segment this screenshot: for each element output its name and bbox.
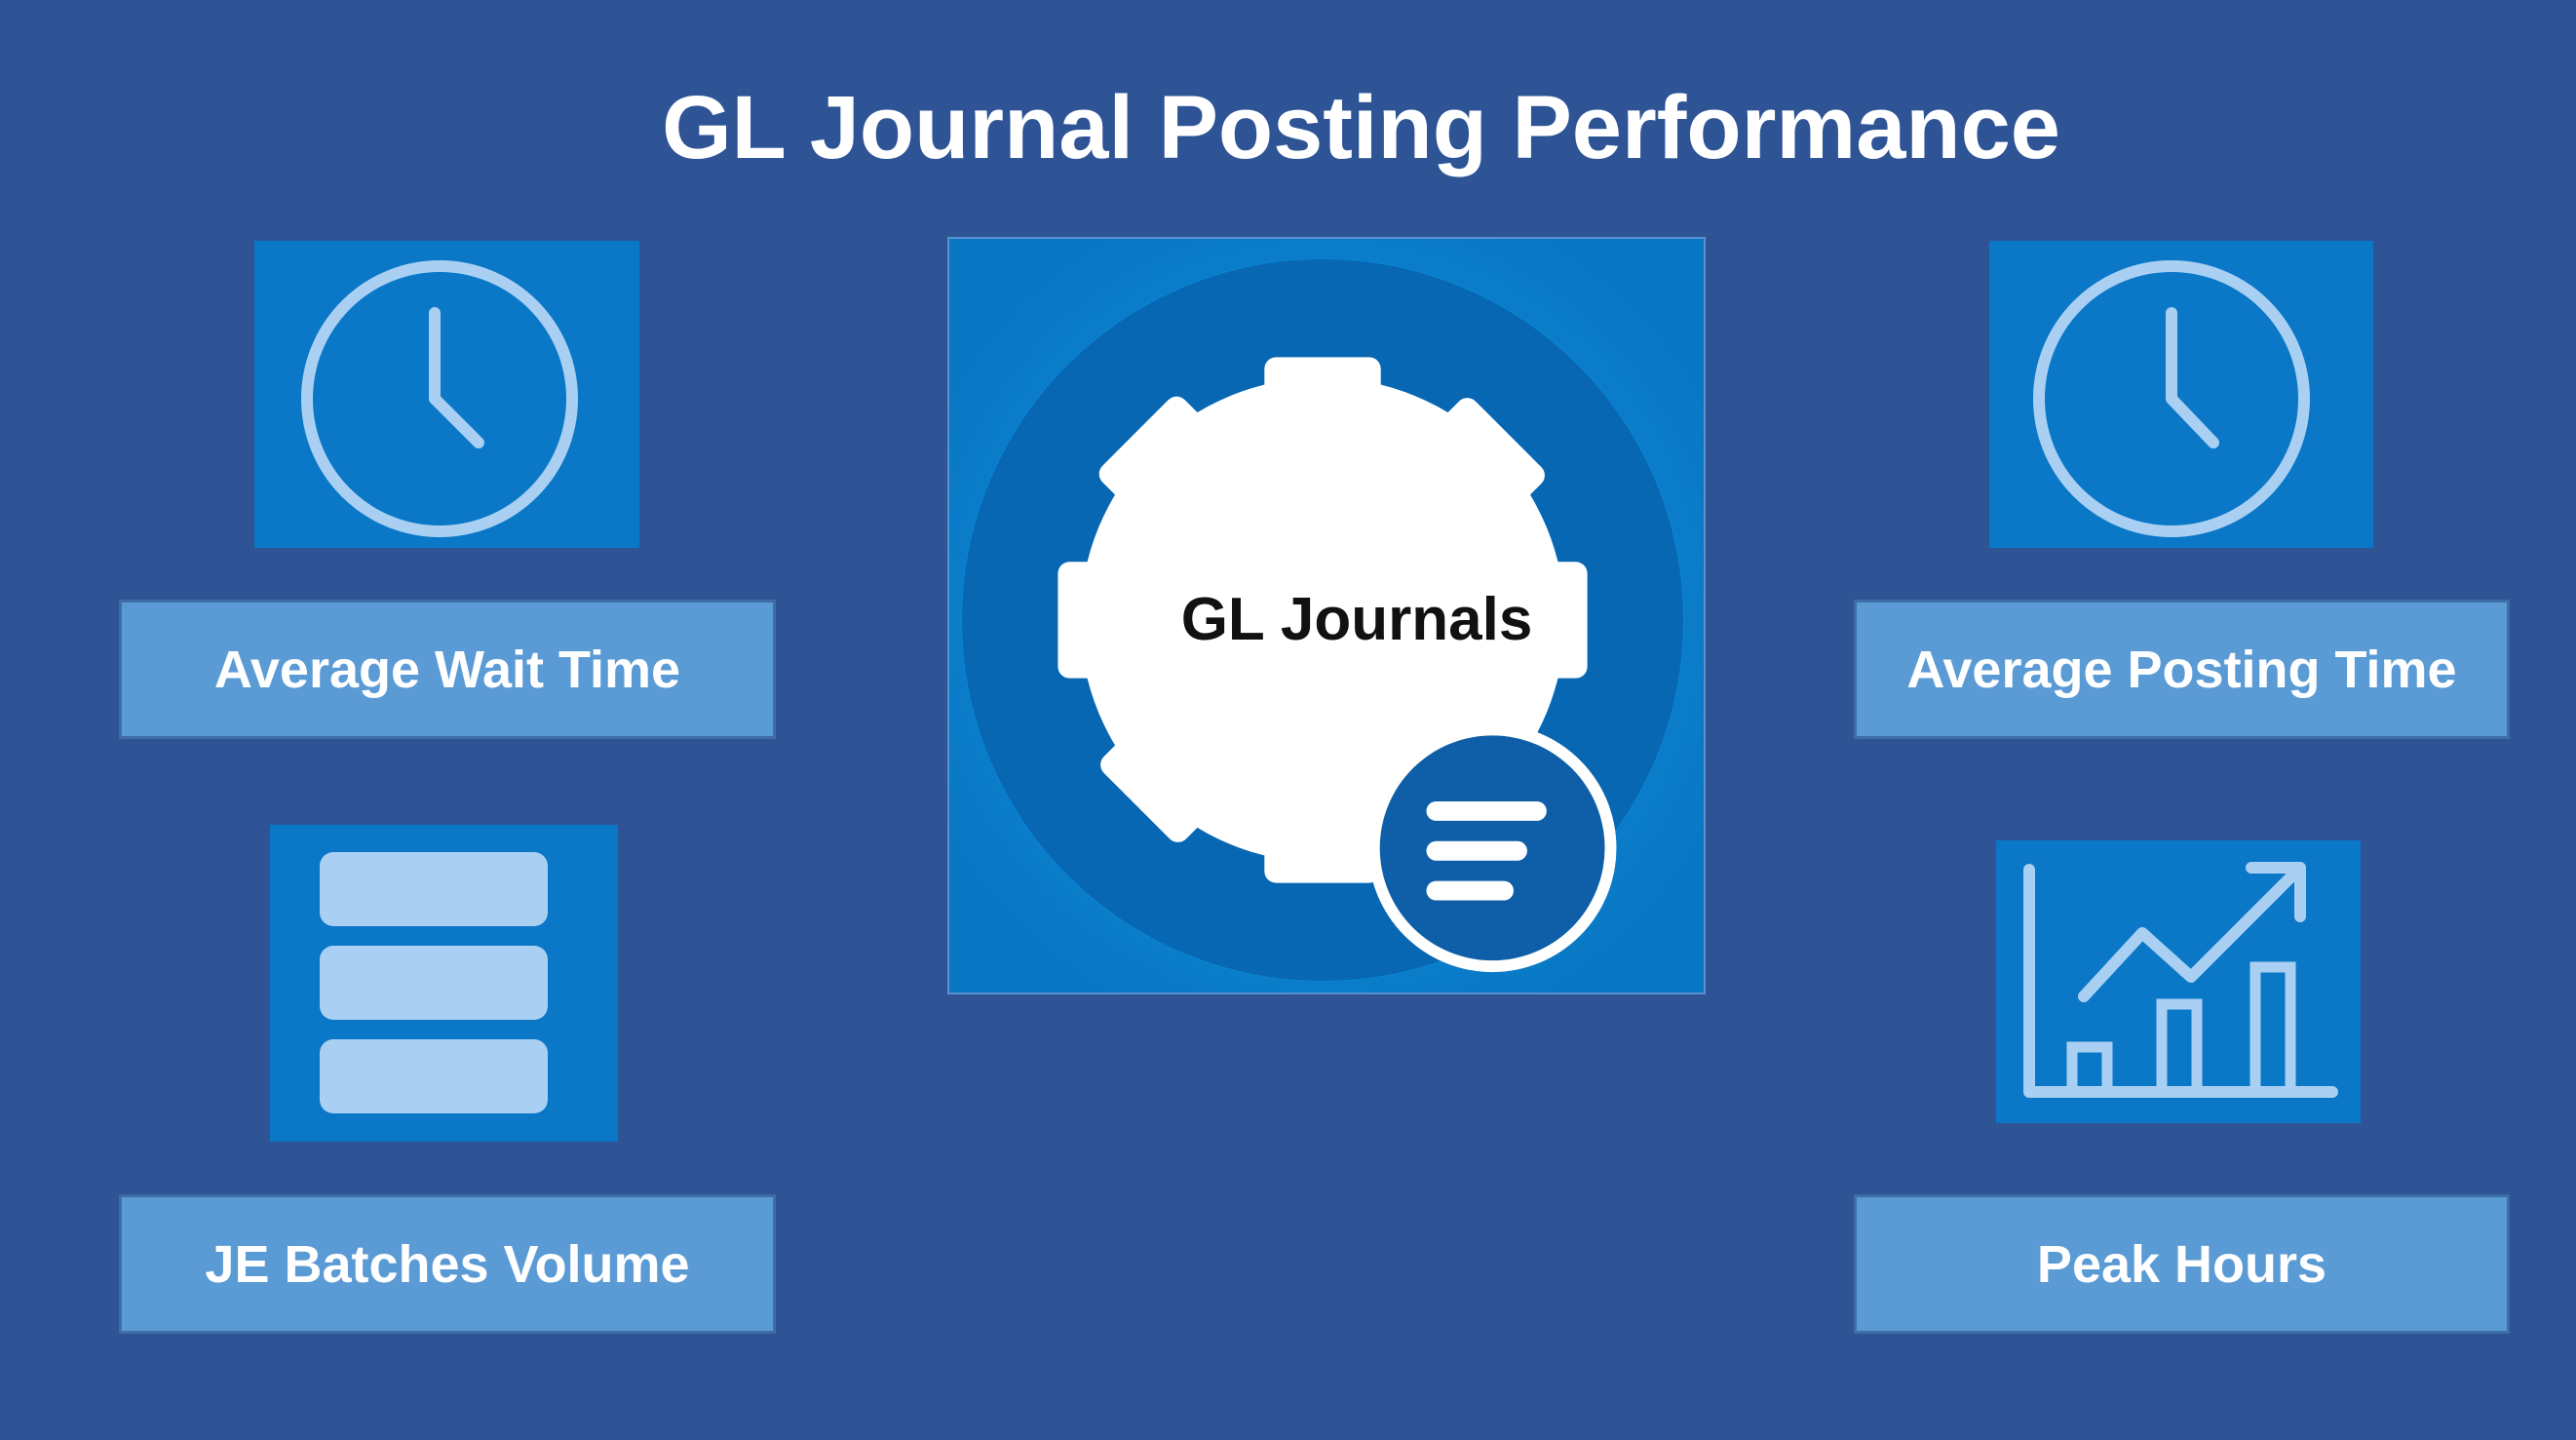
stacked-layers-icon — [320, 852, 548, 1113]
average-posting-time-label: Average Posting Time — [1854, 600, 2510, 739]
posting-time-tile — [1989, 241, 2373, 548]
gear-icon — [949, 239, 1704, 992]
je-batches-volume-label: JE Batches Volume — [119, 1194, 776, 1334]
gl-journals-tile: GL Journals — [947, 237, 1706, 994]
trending-bar-chart-icon — [2023, 862, 2338, 1098]
clock-icon — [2033, 260, 2310, 537]
batches-volume-tile — [270, 825, 618, 1142]
clock-icon — [301, 260, 578, 537]
gear-shape — [1057, 357, 1588, 883]
wait-time-tile — [254, 241, 639, 548]
page-title: GL Journal Posting Performance — [662, 78, 2060, 177]
peak-hours-tile — [1996, 840, 2361, 1123]
average-wait-time-label: Average Wait Time — [119, 600, 776, 739]
peak-hours-label: Peak Hours — [1854, 1194, 2510, 1334]
gl-journals-label: GL Journals — [1180, 586, 1533, 653]
menu-badge-icon — [1367, 723, 1617, 973]
